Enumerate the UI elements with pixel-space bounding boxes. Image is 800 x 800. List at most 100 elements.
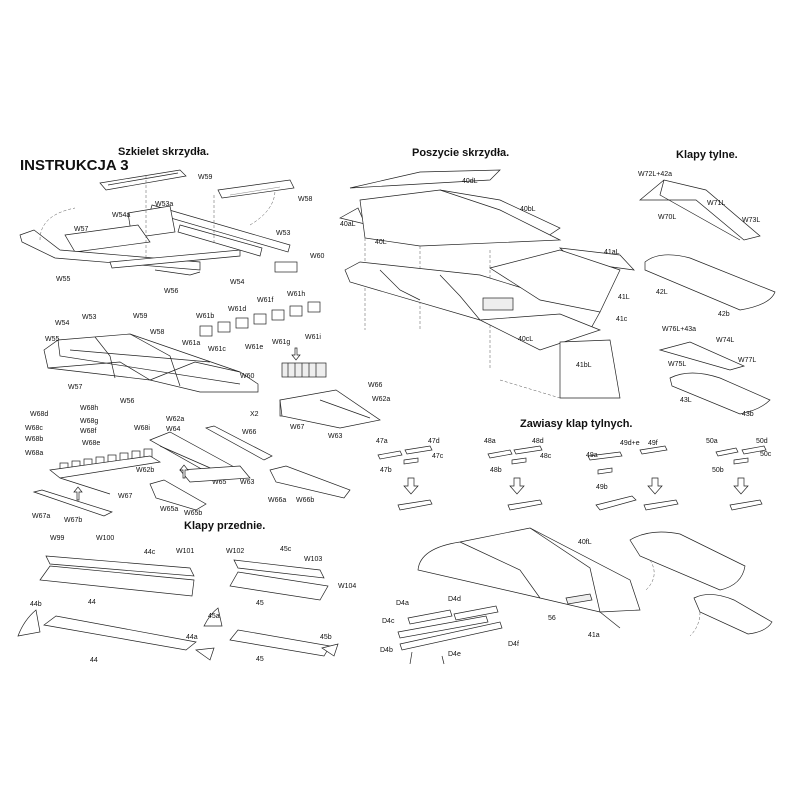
label-w60-assembled: W60 — [240, 373, 255, 380]
label-w73L: W73L — [742, 217, 760, 224]
part-40dL-skin — [349, 169, 501, 189]
part-rear-flap-right — [629, 531, 746, 591]
label-w99: W99 — [50, 535, 65, 542]
w68-group: W68d W68c W68b W68a W68h W68g W68f W68e … — [25, 405, 257, 500]
part-rear-flap-lower — [693, 594, 773, 635]
part-45a-tip — [203, 607, 223, 627]
part-w67a-strip — [32, 489, 113, 517]
label-45-lower: 45 — [256, 656, 264, 663]
instruction-title: INSTRUKCJA 3 — [20, 157, 129, 174]
label-47d: 47d — [428, 438, 440, 445]
part-43L-flap — [669, 372, 771, 415]
assembled-frame-outline — [43, 333, 259, 393]
part-44b-tip — [17, 609, 41, 637]
label-w61b: W61b — [196, 313, 214, 320]
label-50b: 50b — [712, 467, 724, 474]
label-w68h: W68h — [80, 405, 98, 412]
label-d4a: D4a — [396, 600, 409, 607]
label-50a: 50a — [706, 438, 718, 445]
label-48a: 48a — [484, 438, 496, 445]
label-w62a: W62a — [372, 396, 390, 403]
label-48d: 48d — [532, 438, 544, 445]
label-w100: W100 — [96, 535, 114, 542]
part-40aL-skin — [339, 207, 366, 225]
label-w67a: W67a — [32, 513, 50, 520]
part-w56-rib — [109, 249, 241, 269]
label-47c: 47c — [432, 453, 444, 460]
part-45-flap-lower — [229, 629, 331, 657]
front-flaps-group: W99 W100 44c W101 44 44b 44 44a W102 45c… — [17, 535, 356, 664]
label-w56: W56 — [164, 288, 179, 295]
label-d4f: D4f — [508, 641, 519, 648]
wing-frame-assembled-group: W54 W53 W59 W58 W55 W57 W56 W60 — [43, 313, 259, 405]
label-w66-mid: W66 — [242, 429, 257, 436]
part-w65-tray — [179, 465, 251, 483]
label-43b: 43b — [742, 411, 754, 418]
part-45b-tip — [321, 643, 339, 657]
wing-frame-title: Szkielet skrzydła. — [118, 146, 209, 158]
label-49a: 49a — [586, 452, 598, 459]
label-49de: 49d+e — [620, 440, 640, 447]
label-w67: W67 — [290, 424, 305, 431]
label-44b: 44b — [30, 601, 42, 608]
w61-assembled-block — [281, 362, 327, 378]
label-49f: 49f — [648, 440, 658, 447]
label-w61i: W61i — [305, 334, 321, 341]
label-w68i: W68i — [134, 425, 150, 432]
label-w54: W54 — [230, 279, 245, 286]
part-41L-skin — [489, 249, 621, 313]
label-40L: 40L — [375, 239, 387, 246]
label-w76L: W76L+43a — [662, 326, 696, 333]
label-w55: W55 — [56, 276, 71, 283]
label-w53: W53 — [276, 230, 291, 237]
part-w66-channel — [205, 425, 273, 461]
label-w61f: W61f — [257, 297, 273, 304]
label-w57-assembled: W57 — [68, 384, 83, 391]
part-44-flap-upper — [39, 565, 195, 597]
label-40aL: 40aL — [340, 221, 356, 228]
label-41aL: 41aL — [604, 249, 620, 256]
label-w58: W58 — [298, 196, 313, 203]
label-44a: 44a — [186, 634, 198, 641]
part-45-flap-upper — [229, 571, 329, 601]
label-45c: 45c — [280, 546, 292, 553]
label-w61h: W61h — [287, 291, 305, 298]
label-w61d: W61d — [228, 306, 246, 313]
label-w68g: W68g — [80, 418, 98, 425]
part-d4a-strip — [407, 609, 453, 625]
label-w68c: W68c — [25, 425, 43, 432]
label-w74L: W74L — [716, 337, 734, 344]
label-w59: W59 — [198, 174, 213, 181]
final-wing-group: 40fL 56 41a — [417, 527, 773, 639]
label-w71L: W71L — [707, 200, 725, 207]
label-d4c: D4c — [382, 618, 395, 625]
label-w54a: W54a — [112, 212, 130, 219]
part-w100-spar — [45, 555, 195, 577]
part-w65a-tray — [149, 479, 207, 511]
part-d4f-strip — [399, 621, 503, 651]
label-50c: 50c — [760, 451, 772, 458]
label-w103: W103 — [304, 556, 322, 563]
label-w61a: W61a — [182, 340, 200, 347]
part-44a-tip — [195, 647, 215, 661]
label-40fL: 40fL — [578, 539, 592, 546]
label-41a: 41a — [588, 632, 600, 639]
part-w66a-tray — [269, 465, 351, 499]
label-w66: W66 — [368, 382, 383, 389]
label-w64: W64 — [166, 426, 181, 433]
label-w55-assembled: W55 — [45, 336, 60, 343]
label-d4b: D4b — [380, 647, 393, 654]
label-42b: 42b — [718, 311, 730, 318]
label-w67-mid: W67 — [118, 493, 133, 500]
w66-w63-group: W66 W62a X2 W67 W63 — [250, 382, 390, 440]
label-40cL: 40cL — [518, 336, 533, 343]
part-w72L-spar — [639, 179, 761, 241]
part-42L-flap — [644, 254, 776, 311]
label-47a: 47a — [376, 438, 388, 445]
part-40cL-skin — [478, 313, 602, 351]
label-w72L: W72L+42a — [638, 171, 672, 178]
label-w58-assembled: W58 — [150, 329, 165, 336]
final-wing-outline — [417, 527, 641, 613]
rear-flaps-title: Klapy tylne. — [676, 149, 738, 161]
